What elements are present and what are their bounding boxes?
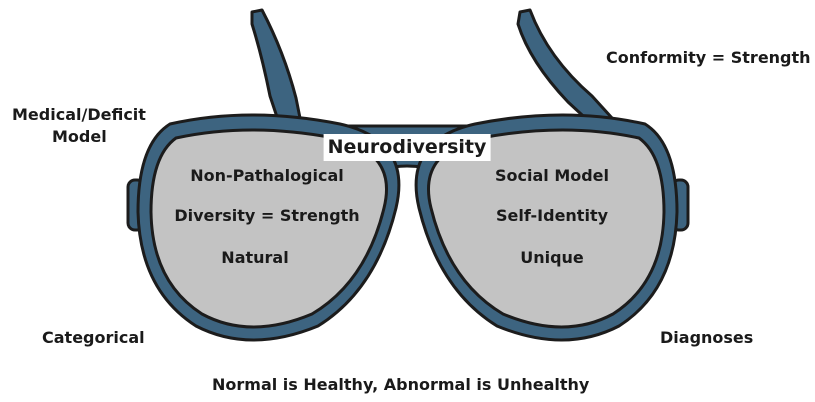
right-lens-item: Self-Identity xyxy=(495,206,609,225)
label-normal-healthy: Normal is Healthy, Abnormal is Unhealthy xyxy=(212,375,590,394)
label-categorical: Categorical xyxy=(42,328,145,347)
label-conformity-strength: Conformity = Strength xyxy=(606,48,811,67)
right-temple-arm xyxy=(516,8,614,128)
neurodiversity-title: Neurodiversity xyxy=(323,134,491,161)
left-lens-item: Natural xyxy=(221,248,289,267)
right-lens-item: Social Model xyxy=(494,166,610,185)
left-lens-item: Non-Pathalogical xyxy=(190,166,344,185)
label-medical-deficit: Medical/Deficit xyxy=(12,105,146,124)
label-diagnoses: Diagnoses xyxy=(660,328,754,347)
left-lens-item: Diversity = Strength xyxy=(174,206,360,225)
left-temple-arm xyxy=(250,8,302,122)
right-lens-item: Unique xyxy=(520,248,584,267)
label-model: Model xyxy=(52,127,107,146)
